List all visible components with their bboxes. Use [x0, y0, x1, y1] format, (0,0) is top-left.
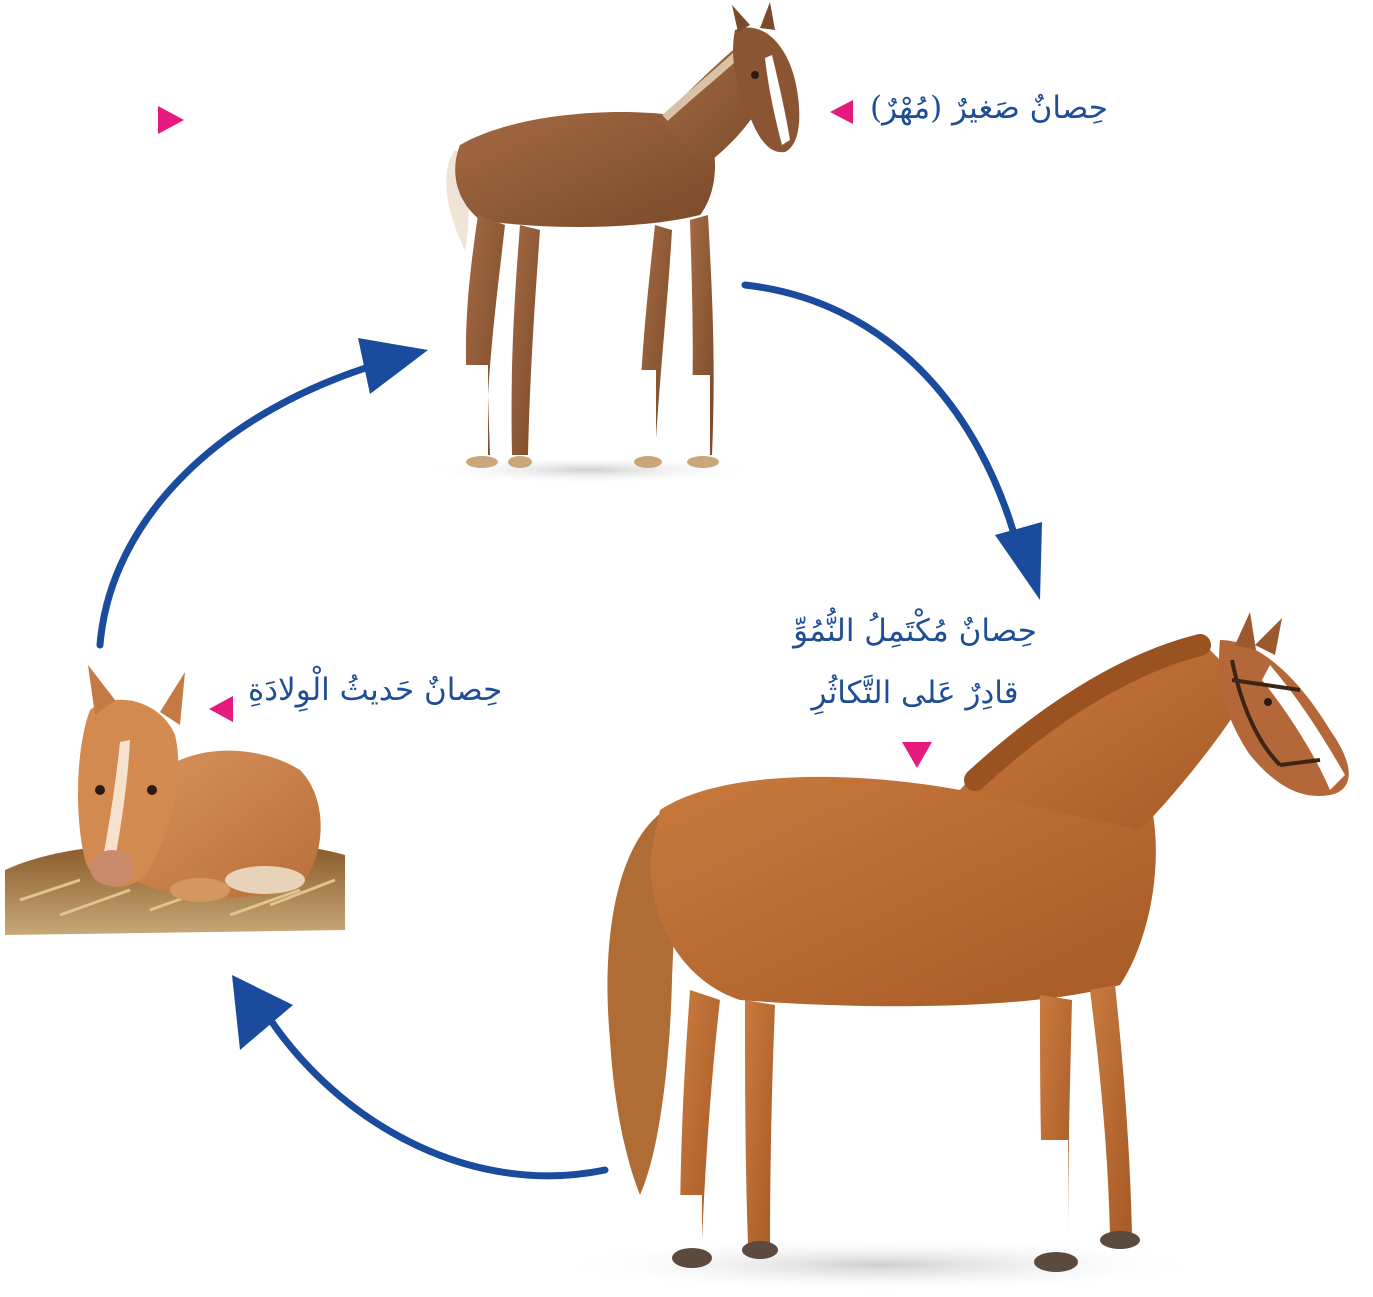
marker-newborn [209, 696, 233, 722]
marker-young [830, 100, 853, 124]
young-horse-label: حِصانٌ صَغيرٌ (مُهْرٌ) [870, 90, 1108, 126]
arrow-young-to-adult [745, 285, 1042, 600]
marker-adult [902, 742, 932, 768]
adult-horse-label: حِصانٌ مُكْتَمِلُ النُّمُوِّ قادِرٌ عَلى… [760, 600, 1070, 724]
newborn-horse-label: حِصانٌ حَديثُ الْوِلادَةِ [248, 672, 502, 708]
arrow-adult-to-newborn [232, 975, 605, 1176]
marker-top-left [158, 106, 184, 134]
adult-horse-label-line1: حِصانٌ مُكْتَمِلُ النُّمُوِّ [760, 600, 1070, 662]
arrow-newborn-to-young [100, 338, 428, 645]
adult-horse-label-line2: قادِرٌ عَلى التَّكاثُرِ [760, 662, 1070, 724]
young-horse-image [420, 2, 799, 484]
